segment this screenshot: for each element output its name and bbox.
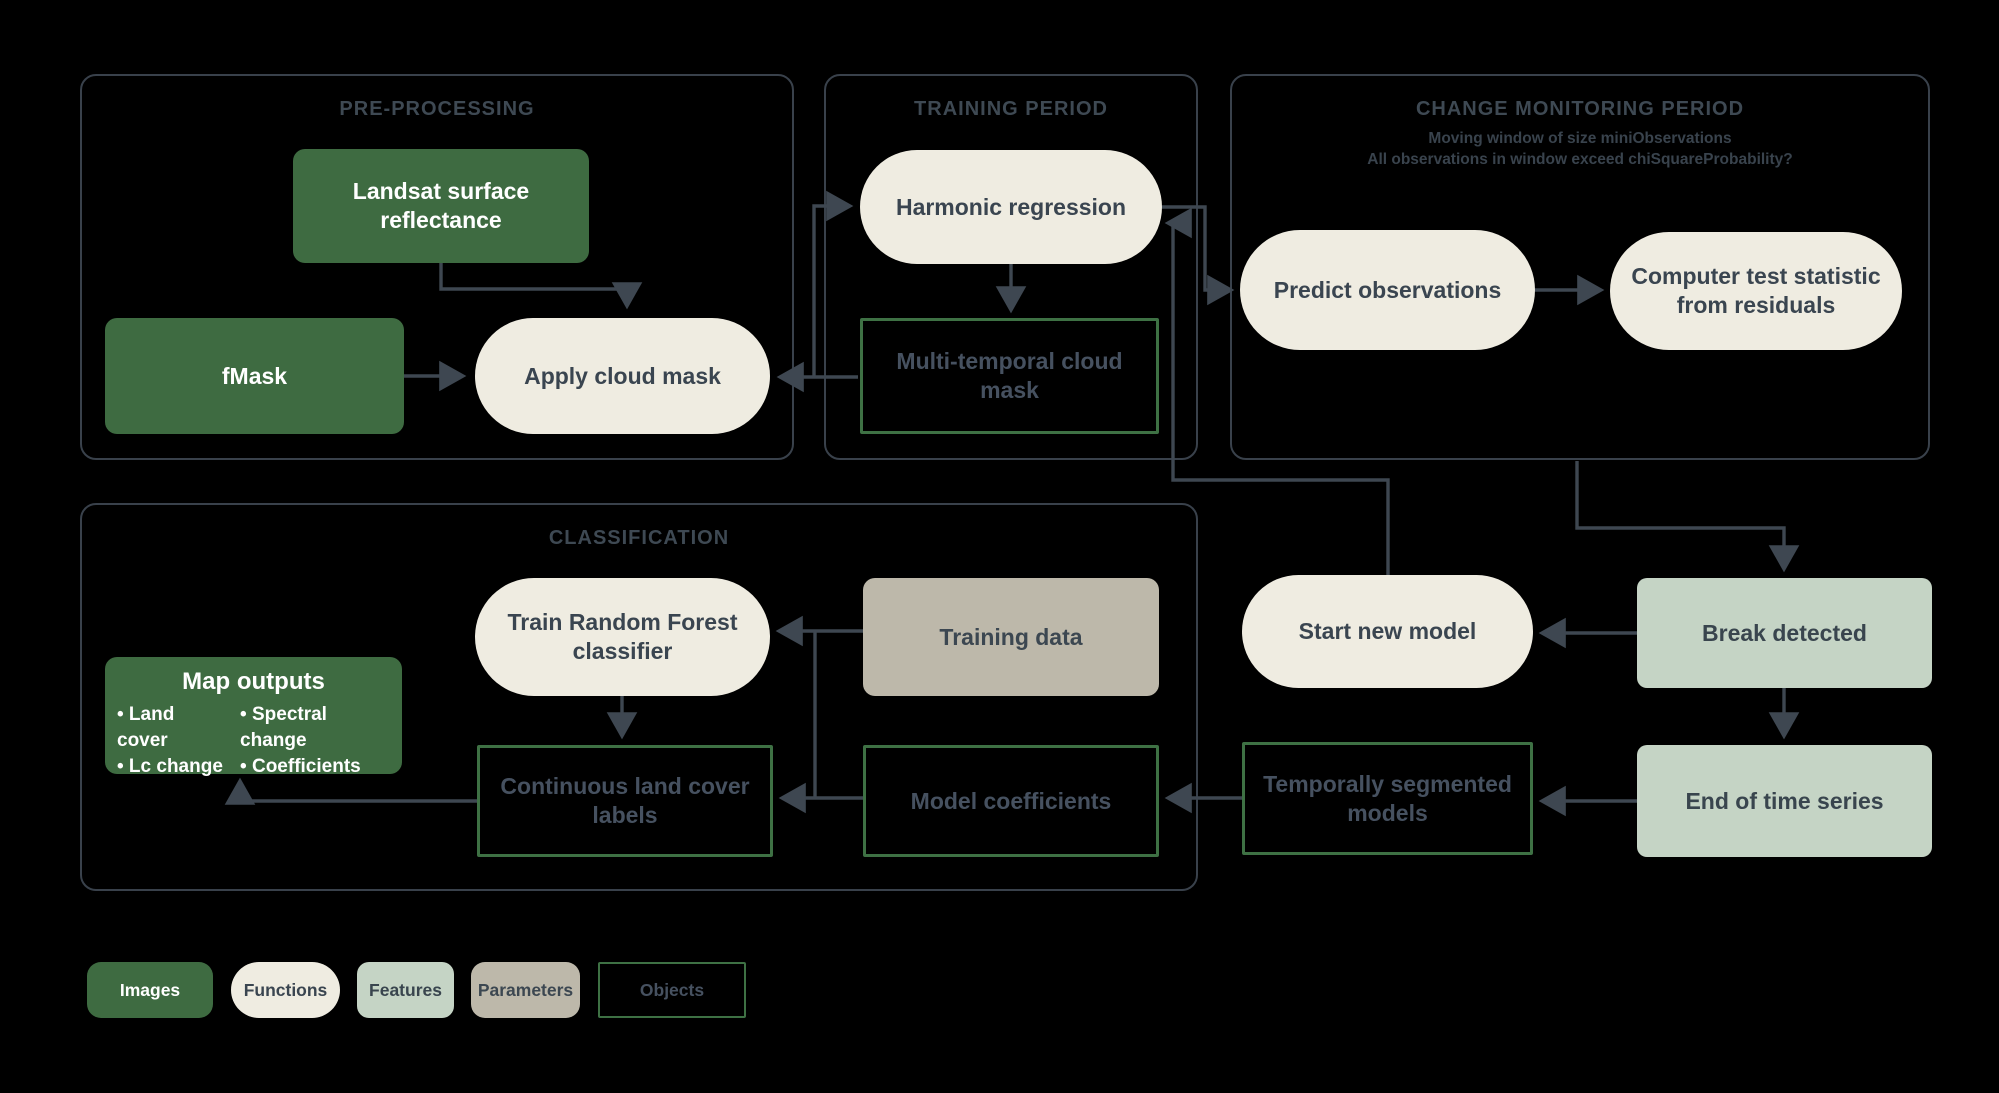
node-train-random-forest: Train Random Forest classifier xyxy=(475,578,770,696)
node-break-detected: Break detected xyxy=(1637,578,1932,688)
node-end-of-time-series: End of time series xyxy=(1637,745,1932,857)
section-title-classification: CLASSIFICATION xyxy=(548,527,730,549)
legend-item-parameters: Parameters xyxy=(471,962,580,1018)
node-label: Landsat surface reflectance xyxy=(352,178,530,233)
map-outputs-bullets: • Land cover • Lc change • Spectral chan… xyxy=(117,702,390,780)
node-label: Predict observations xyxy=(1273,276,1502,303)
legend-label: Features xyxy=(369,979,442,1000)
node-label: Continuous land cover labels xyxy=(500,773,750,828)
legend-item-functions: Functions xyxy=(231,962,340,1018)
node-landsat-surface-reflectance: Landsat surface reflectance xyxy=(293,149,589,263)
section-pre-processing: PRE-PROCESSING xyxy=(80,74,794,460)
node-fmask: fMask xyxy=(105,318,404,434)
section-title-training-period: TRAINING PERIOD xyxy=(914,98,1108,120)
section-title-pre-processing: PRE-PROCESSING xyxy=(339,98,535,120)
node-label: Multi-temporal cloud mask xyxy=(896,348,1123,403)
node-label: Training data xyxy=(939,623,1083,650)
node-predict-observations: Predict observations xyxy=(1240,230,1535,350)
section-classification: CLASSIFICATION xyxy=(80,503,1198,891)
node-label: Model coefficients xyxy=(910,787,1112,814)
map-outputs-col-left: • Land cover • Lc change xyxy=(117,702,224,780)
node-model-coefficients: Model coefficients xyxy=(863,745,1159,857)
bullet-land-cover: • Land cover xyxy=(117,704,175,751)
node-label: Apply cloud mask xyxy=(524,362,721,389)
node-label: End of time series xyxy=(1685,787,1884,814)
bullet-coefficients: • Coefficients xyxy=(240,756,361,777)
bullet-spectral-change: • Spectral change xyxy=(240,704,327,751)
node-label: Harmonic regression xyxy=(895,193,1127,220)
subtitle-line-1: Moving window of size miniObservations xyxy=(1428,130,1732,147)
legend-label: Objects xyxy=(639,979,705,1000)
legend-label: Functions xyxy=(243,979,328,1000)
node-apply-cloud-mask: Apply cloud mask xyxy=(475,318,770,434)
node-label: Break detected xyxy=(1702,619,1867,646)
legend-item-features: Features xyxy=(357,962,454,1018)
node-start-new-model: Start new model xyxy=(1242,575,1533,688)
arrow-monitoring-to-break-detected xyxy=(1575,461,1800,573)
node-label: Temporally segmented models xyxy=(1263,770,1512,826)
map-outputs-col-right: • Spectral change • Coefficients xyxy=(240,702,390,780)
subtitle-line-2: All observations in window exceed chiSqu… xyxy=(1367,151,1793,168)
node-temporally-segmented-models: Temporally segmented models xyxy=(1242,742,1533,855)
node-label: Computer test statistic from residuals xyxy=(1631,263,1881,318)
node-test-statistic: Computer test statistic from residuals xyxy=(1610,232,1902,350)
node-map-outputs: Map outputs • Land cover • Lc change • S… xyxy=(105,657,402,777)
node-training-data: Training data xyxy=(863,578,1159,696)
node-continuous-land-cover-labels: Continuous land cover labels xyxy=(477,745,773,857)
node-label: Start new model xyxy=(1298,618,1477,644)
map-outputs-title: Map outputs xyxy=(182,668,325,695)
section-title-change-monitoring: CHANGE MONITORING PERIOD xyxy=(1415,98,1745,120)
legend-item-objects: Objects xyxy=(598,962,746,1018)
legend-item-images: Images xyxy=(87,962,213,1018)
node-multi-temporal-cloud-mask: Multi-temporal cloud mask xyxy=(860,318,1159,434)
node-label: fMask xyxy=(221,362,288,389)
bullet-lc-change: • Lc change xyxy=(117,756,223,777)
node-label: Train Random Forest classifier xyxy=(507,609,738,664)
legend-label: Parameters xyxy=(477,979,574,1000)
node-harmonic-regression: Harmonic regression xyxy=(860,150,1162,264)
legend-label: Images xyxy=(119,979,181,1000)
section-change-monitoring: CHANGE MONITORING PERIOD Moving window o… xyxy=(1230,74,1930,460)
section-subtitle-change-monitoring: Moving window of size miniObservations A… xyxy=(1232,128,1928,170)
